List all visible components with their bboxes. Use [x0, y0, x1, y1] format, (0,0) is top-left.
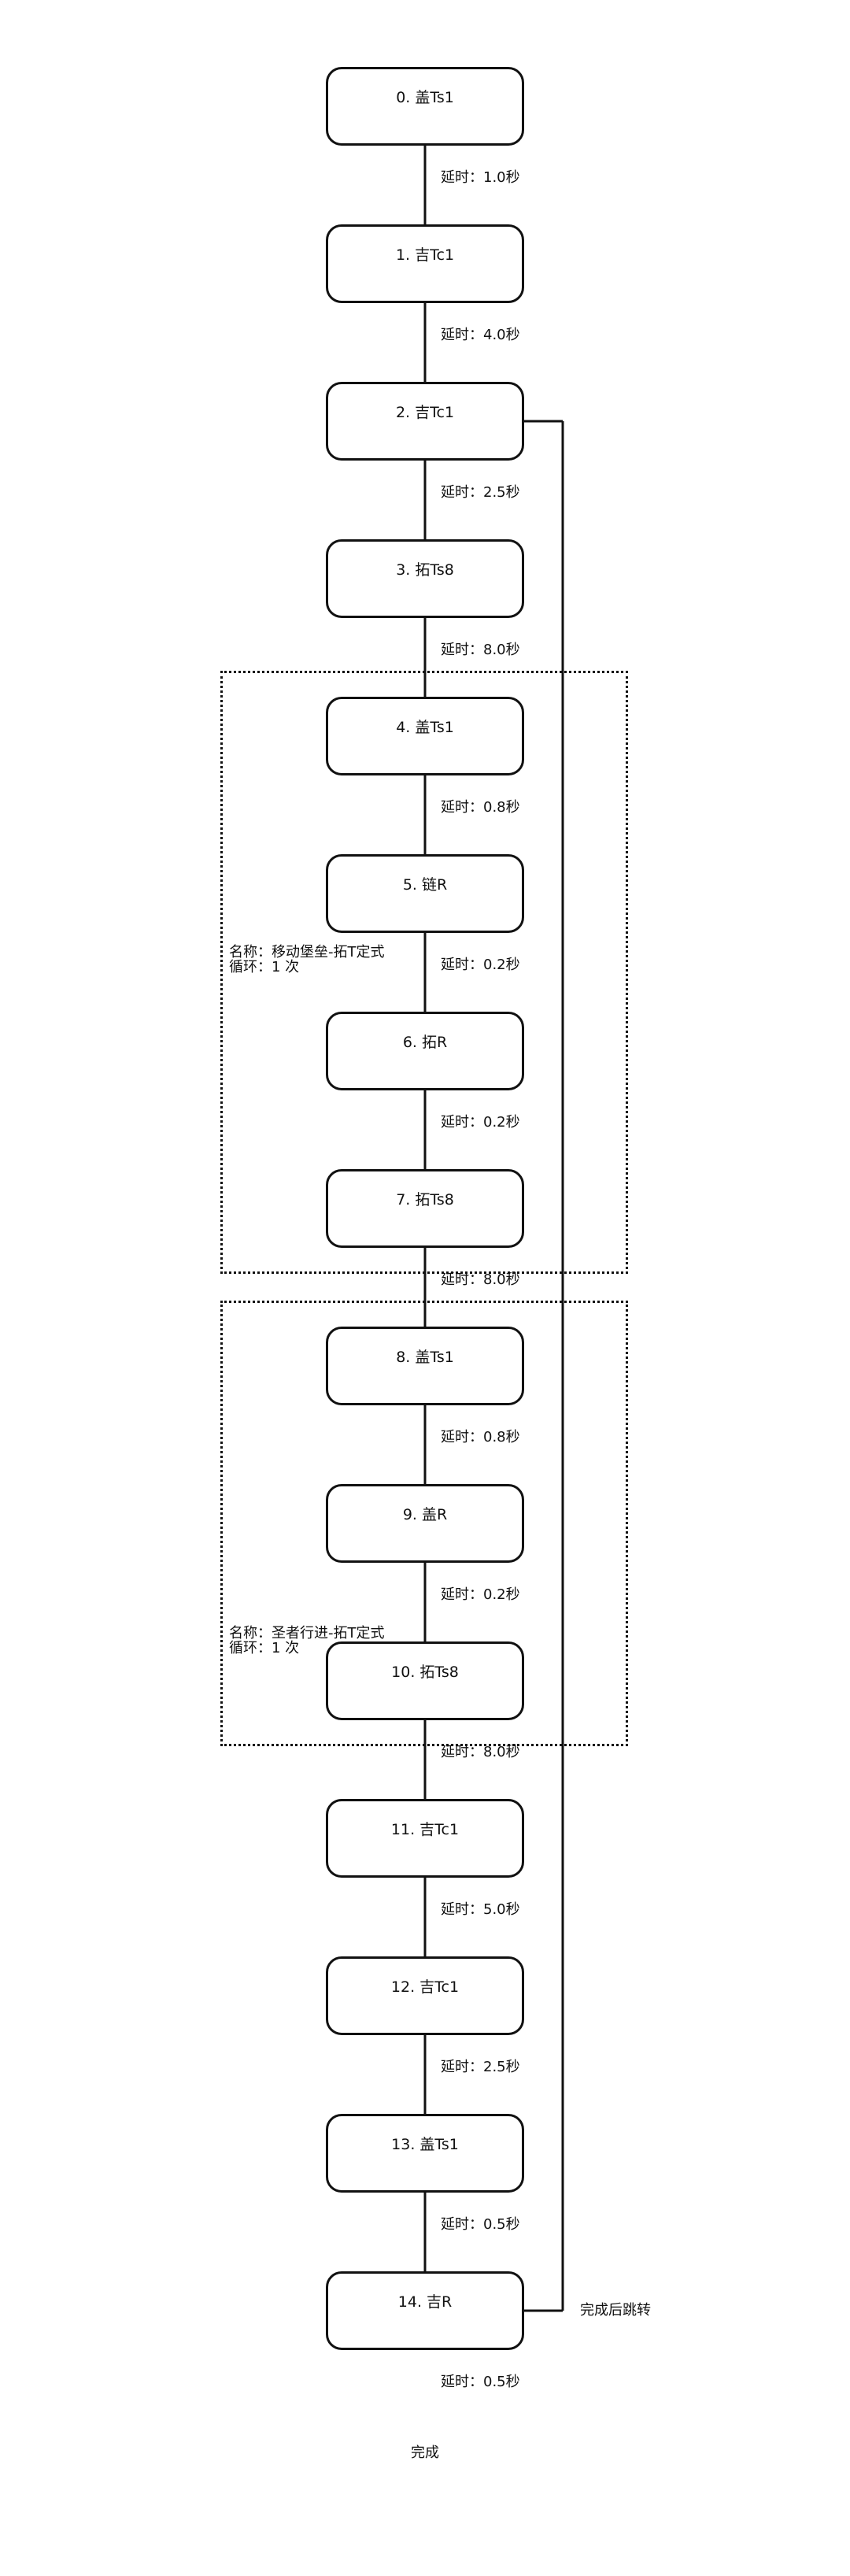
delay-label: 延时：0.2秒: [441, 1586, 520, 1603]
group-name: 名称：移动堡垒-拓T定式: [229, 944, 385, 960]
step-label: 0. 盖Ts1: [396, 89, 454, 106]
step-node[interactable]: 4. 盖Ts1: [326, 697, 524, 775]
step-label: 1. 吉Tc1: [395, 246, 455, 264]
step-node[interactable]: 7. 拓Ts8: [326, 1169, 524, 1248]
delay-label: 延时：2.5秒: [441, 484, 520, 501]
loop-group-frame: [220, 671, 628, 1274]
end-label: 完成: [411, 2445, 439, 2461]
delay-label: 延时：5.0秒: [441, 1901, 520, 1918]
group-loop-count: 循环：1 次: [229, 959, 300, 975]
step-node[interactable]: 14. 吉R: [326, 2271, 524, 2350]
group-name: 名称：圣者行进-拓T定式: [229, 1625, 385, 1641]
step-node[interactable]: 6. 拓R: [326, 1012, 524, 1090]
step-label: 6. 拓R: [402, 1034, 448, 1051]
delay-label: 延时：4.0秒: [441, 327, 520, 343]
step-label: 9. 盖R: [402, 1506, 448, 1523]
step-label: 10. 拓Ts8: [391, 1664, 459, 1681]
step-label: 14. 吉R: [397, 2293, 453, 2311]
delay-label: 延时：0.5秒: [441, 2216, 520, 2233]
group-loop-count: 循环：1 次: [229, 1640, 300, 1656]
step-label: 11. 吉Tc1: [390, 1821, 460, 1838]
step-label: 4. 盖Ts1: [396, 719, 454, 736]
step-label: 3. 拓Ts8: [396, 561, 454, 579]
delay-label: 延时：1.0秒: [441, 169, 520, 186]
step-node[interactable]: 1. 吉Tc1: [326, 224, 524, 303]
step-node[interactable]: 12. 吉Tc1: [326, 1956, 524, 2035]
step-label: 7. 拓Ts8: [396, 1191, 454, 1208]
delay-label: 延时：0.5秒: [441, 2374, 520, 2390]
delay-label: 延时：8.0秒: [441, 642, 520, 658]
delay-label: 延时：2.5秒: [441, 2059, 520, 2075]
delay-label: 延时：0.8秒: [441, 1429, 520, 1445]
step-node[interactable]: 2. 吉Tc1: [326, 382, 524, 461]
step-label: 12. 吉Tc1: [390, 1978, 460, 1996]
loop-group-label: 名称：移动堡垒-拓T定式 循环：1 次: [229, 945, 385, 975]
step-label: 5. 链R: [402, 876, 448, 894]
loop-group-frame: [220, 1301, 628, 1746]
step-node[interactable]: 11. 吉Tc1: [326, 1799, 524, 1878]
step-label: 13. 盖Ts1: [391, 2136, 459, 2153]
delay-label: 延时：8.0秒: [441, 1744, 520, 1760]
delay-label: 延时：0.2秒: [441, 1114, 520, 1131]
step-node[interactable]: 5. 链R: [326, 854, 524, 933]
loop-group-label: 名称：圣者行进-拓T定式 循环：1 次: [229, 1626, 385, 1656]
delay-label: 延时：8.0秒: [441, 1271, 520, 1288]
delay-label: 延时：0.2秒: [441, 957, 520, 973]
step-node[interactable]: 8. 盖Ts1: [326, 1327, 524, 1405]
step-label: 2. 吉Tc1: [395, 404, 455, 421]
jump-label: 完成后跳转: [580, 2302, 651, 2319]
step-node[interactable]: 0. 盖Ts1: [326, 67, 524, 146]
step-node[interactable]: 3. 拓Ts8: [326, 539, 524, 618]
step-node[interactable]: 9. 盖R: [326, 1484, 524, 1563]
delay-label: 延时：0.8秒: [441, 799, 520, 816]
step-node[interactable]: 13. 盖Ts1: [326, 2114, 524, 2193]
step-label: 8. 盖Ts1: [396, 1349, 454, 1366]
step-node[interactable]: 10. 拓Ts8: [326, 1641, 524, 1720]
